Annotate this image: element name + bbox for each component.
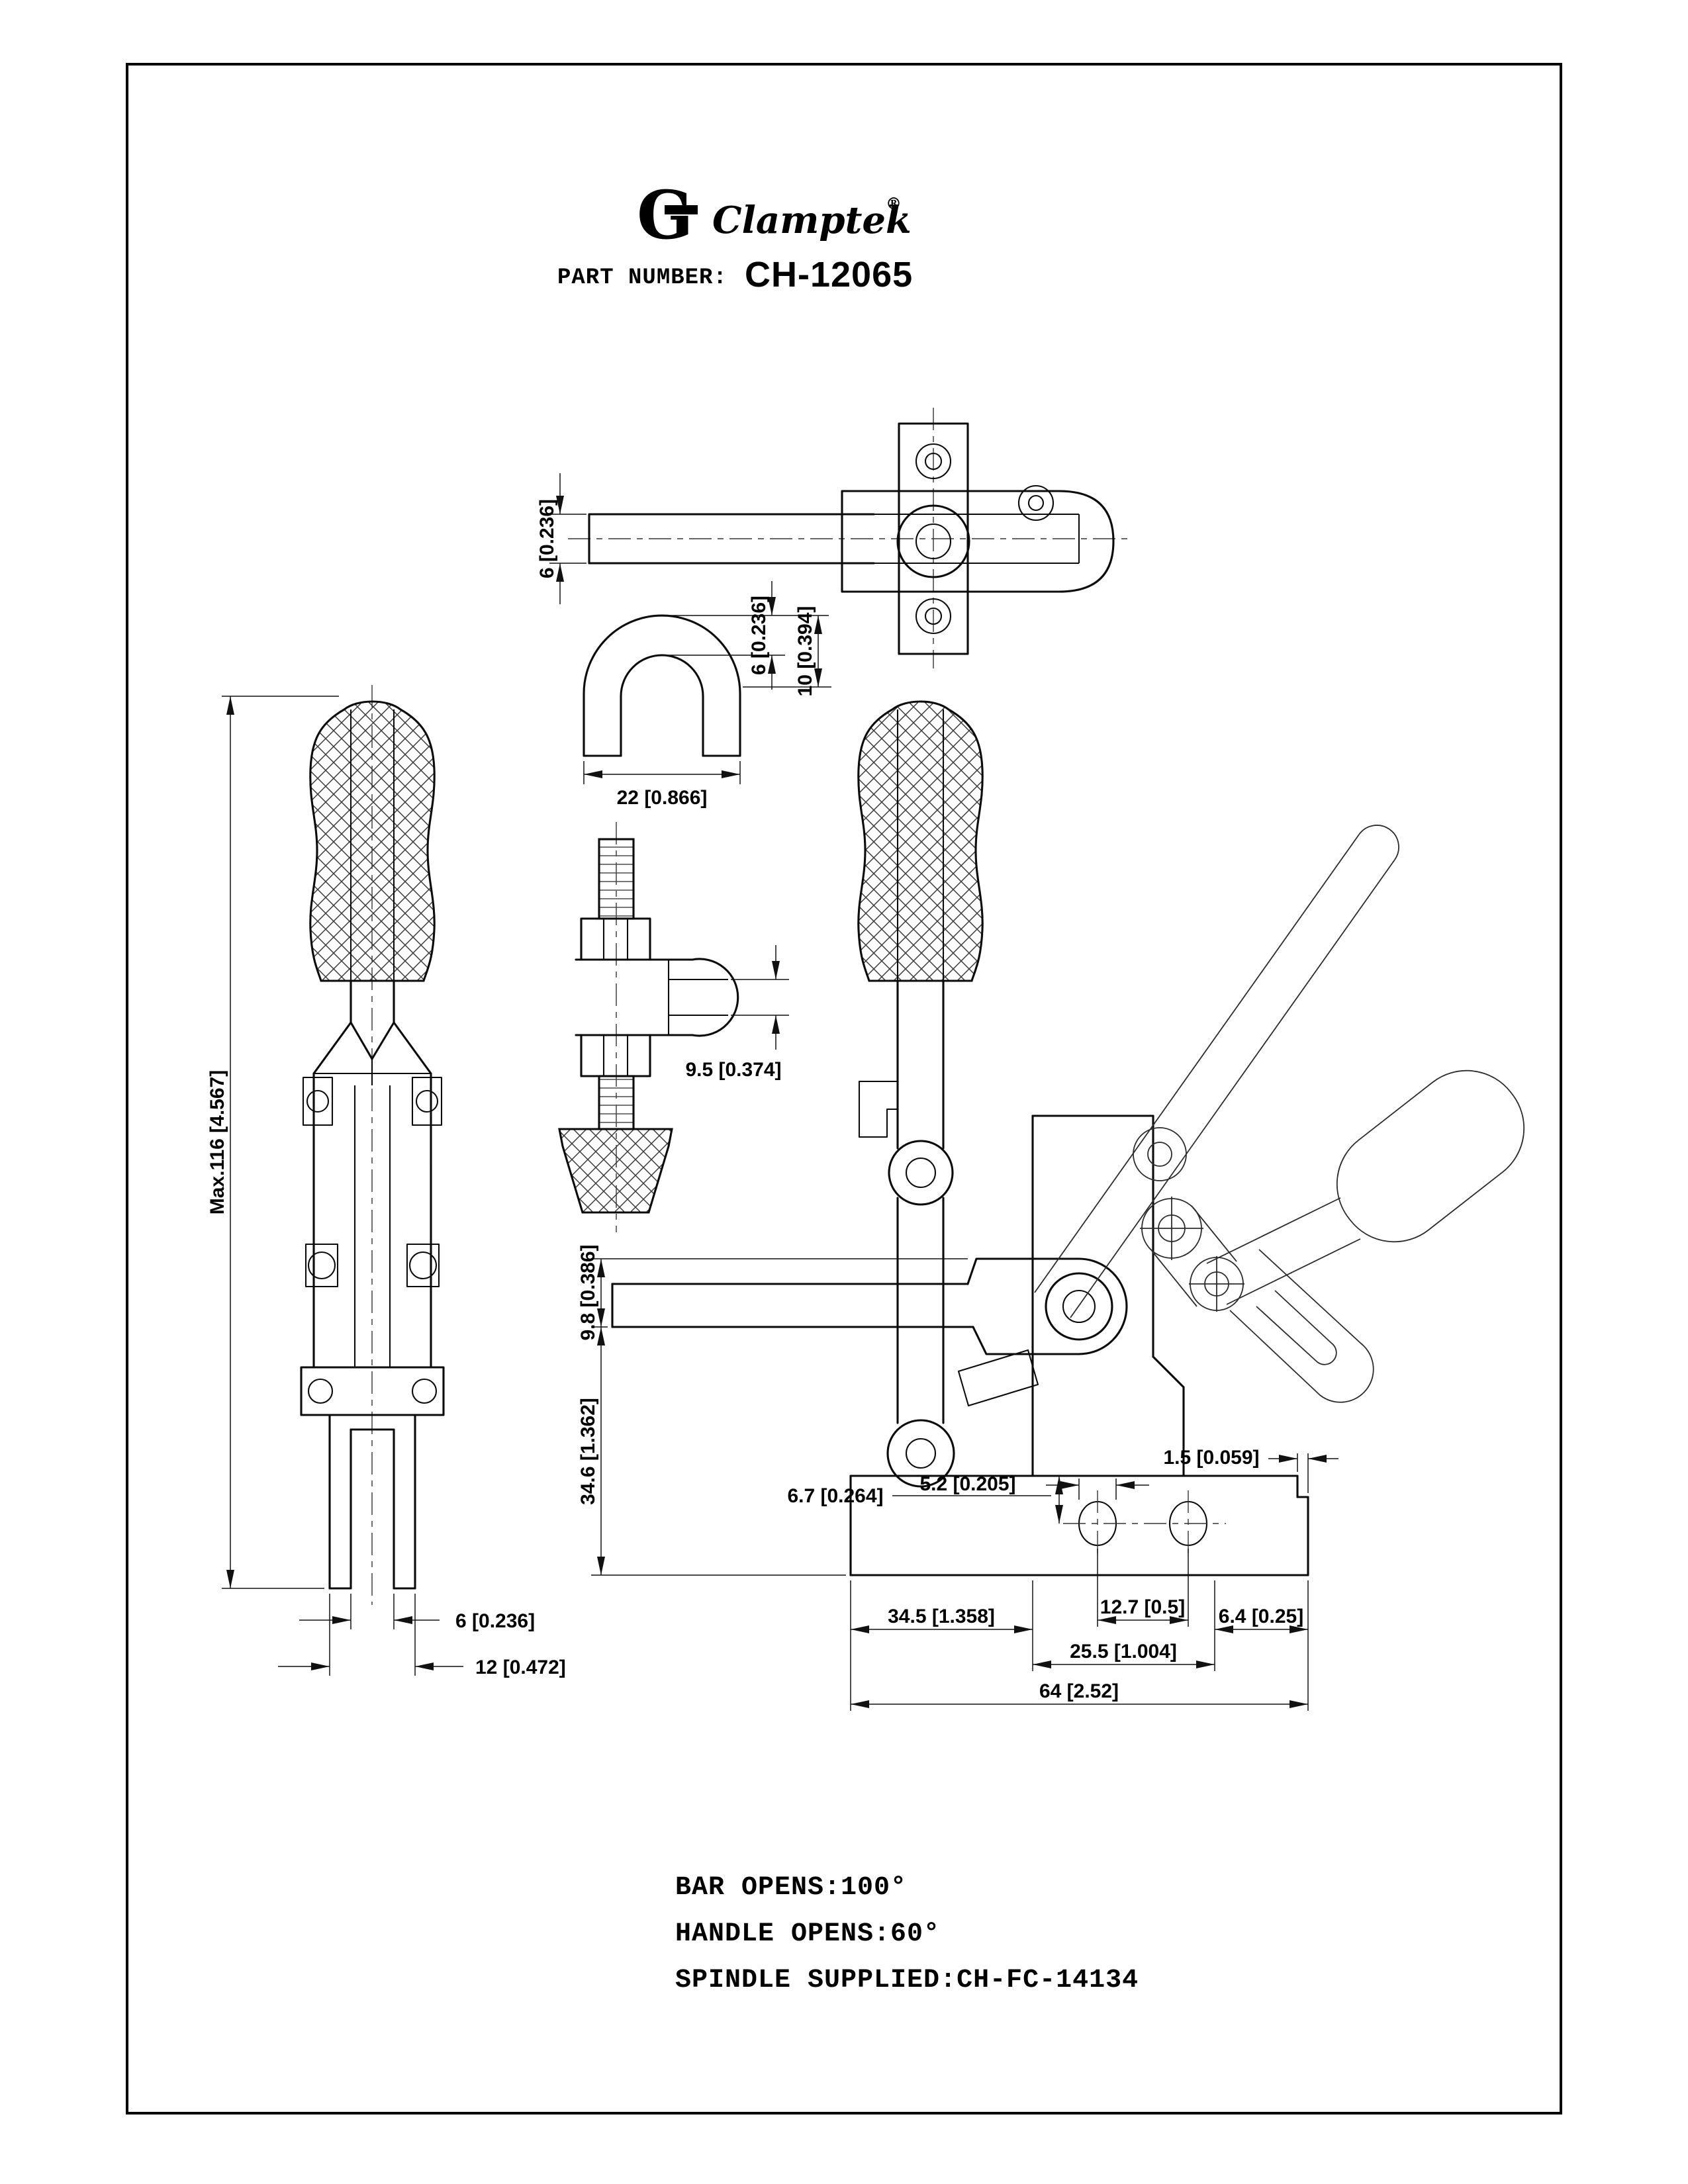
dim-left-length: 34.5 [1.358]: [888, 1606, 995, 1627]
u-bolt-inner: [620, 654, 704, 757]
front-view: Max.116 [4.567] 6 [0.236] 12 [0.472]: [207, 685, 566, 1678]
link-pivot: [886, 1419, 955, 1488]
hex-nut: [580, 1034, 651, 1077]
hex-nut: [580, 917, 651, 961]
dim-hole-pitch: 12.7 [0.5]: [1100, 1596, 1185, 1618]
mounting-plate-top: [898, 422, 969, 655]
handle-grip: [309, 700, 436, 982]
pivot-pin-top: [1017, 484, 1055, 522]
dim-slot-width: 5.2 [0.205]: [919, 1473, 1015, 1495]
bolt-hole: [915, 598, 952, 635]
dim-edge-step: 1.5 [0.059]: [1163, 1447, 1259, 1469]
brand-mark-icon: G: [637, 176, 693, 254]
dim-front-max-height: Max.116 [4.567]: [207, 1070, 228, 1214]
note-bar-opens: BAR OPENS:100°: [675, 1873, 907, 1903]
part-number-label: PART NUMBER:: [557, 265, 727, 291]
stop-block: [957, 1349, 1039, 1407]
note-spindle-supplied: SPINDLE SUPPLIED:CH-FC-14134: [675, 1966, 1139, 1995]
handle-pivot: [888, 1140, 954, 1206]
side-view-dims: 9.8 [0.386] 34.6 [1.362] 6.7 [0.264] 5.2…: [577, 1244, 1338, 1711]
bolt-hole: [915, 443, 952, 480]
bar-pivot-band: [300, 1366, 445, 1416]
bar-pivot-boss: [966, 1257, 1128, 1355]
part-number-value: CH-12065: [745, 255, 913, 295]
side-view: 9.8 [0.386] 34.6 [1.362] 6.7 [0.264] 5.2…: [577, 700, 1525, 1711]
pivot-boss: [305, 1243, 339, 1288]
u-bolt-view: 22 [0.866] 6 [0.236] 10 [0.394]: [583, 581, 831, 809]
dim-ubolt-rod: 6 [0.236]: [748, 596, 770, 675]
threaded-rod: [598, 838, 635, 920]
u-bolt-outer: [583, 614, 741, 757]
header: G Clamptek ® PART NUMBER: CH-12065: [557, 176, 913, 295]
u-bolt-dims: 22 [0.866] 6 [0.236] 10 [0.394]: [583, 581, 831, 809]
dim-total-length: 64 [2.52]: [1039, 1680, 1119, 1702]
dim-top-bar-thickness: 6 [0.236]: [536, 499, 558, 578]
clamp-body-top: [841, 490, 1115, 593]
pivot-boss: [411, 1076, 443, 1126]
sheet-border: [126, 63, 1562, 2115]
spindle-hole-top: [896, 504, 970, 578]
top-view: 6 [0.236]: [536, 408, 1129, 668]
dim-ubolt-height: 10 [0.394]: [794, 606, 816, 697]
dim-hole-span: 25.5 [1.004]: [1070, 1641, 1177, 1662]
top-view-dims: 6 [0.236]: [536, 473, 586, 604]
dim-bar-height: 9.8 [0.386]: [577, 1244, 599, 1340]
swivel-clevis: [575, 958, 739, 1037]
brand-name: Clamptek: [712, 199, 912, 242]
pivot-boss: [302, 1076, 334, 1126]
latch-hook: [858, 1080, 898, 1138]
brand-mark-bar-icon: [665, 205, 698, 214]
dim-front-fork: 12 [0.472]: [475, 1657, 566, 1678]
threaded-rod: [598, 1075, 635, 1130]
phantom-handle-open: [1140, 1069, 1525, 1403]
dim-hole-depth: 6.7 [0.264]: [787, 1485, 883, 1507]
front-view-dims: Max.116 [4.567] 6 [0.236] 12 [0.472]: [207, 696, 566, 1678]
notes: BAR OPENS:100° HANDLE OPENS:60° SPINDLE …: [675, 1873, 1139, 1995]
dim-front-slot: 6 [0.236]: [455, 1610, 535, 1632]
spindle-dims: 9.5 [0.374]: [685, 945, 789, 1081]
dim-bar-to-base: 34.6 [1.362]: [577, 1398, 599, 1505]
spindle-view: 9.5 [0.374]: [558, 822, 789, 1232]
dim-ubolt-width: 22 [0.866]: [617, 787, 708, 809]
handle-grip-side: [857, 700, 984, 982]
hook-open: [1229, 1249, 1374, 1403]
phantom-bar-open: [1034, 825, 1399, 1318]
registered-symbol: ®: [886, 194, 902, 213]
rubber-pad: [558, 1128, 673, 1214]
note-handle-opens: HANDLE OPENS:60°: [675, 1919, 940, 1949]
dim-spindle-dia: 9.5 [0.374]: [685, 1059, 781, 1081]
pivot-boss: [406, 1243, 440, 1288]
bar-pivot: [1045, 1272, 1113, 1341]
dim-right-margin: 6.4 [0.25]: [1219, 1606, 1303, 1627]
